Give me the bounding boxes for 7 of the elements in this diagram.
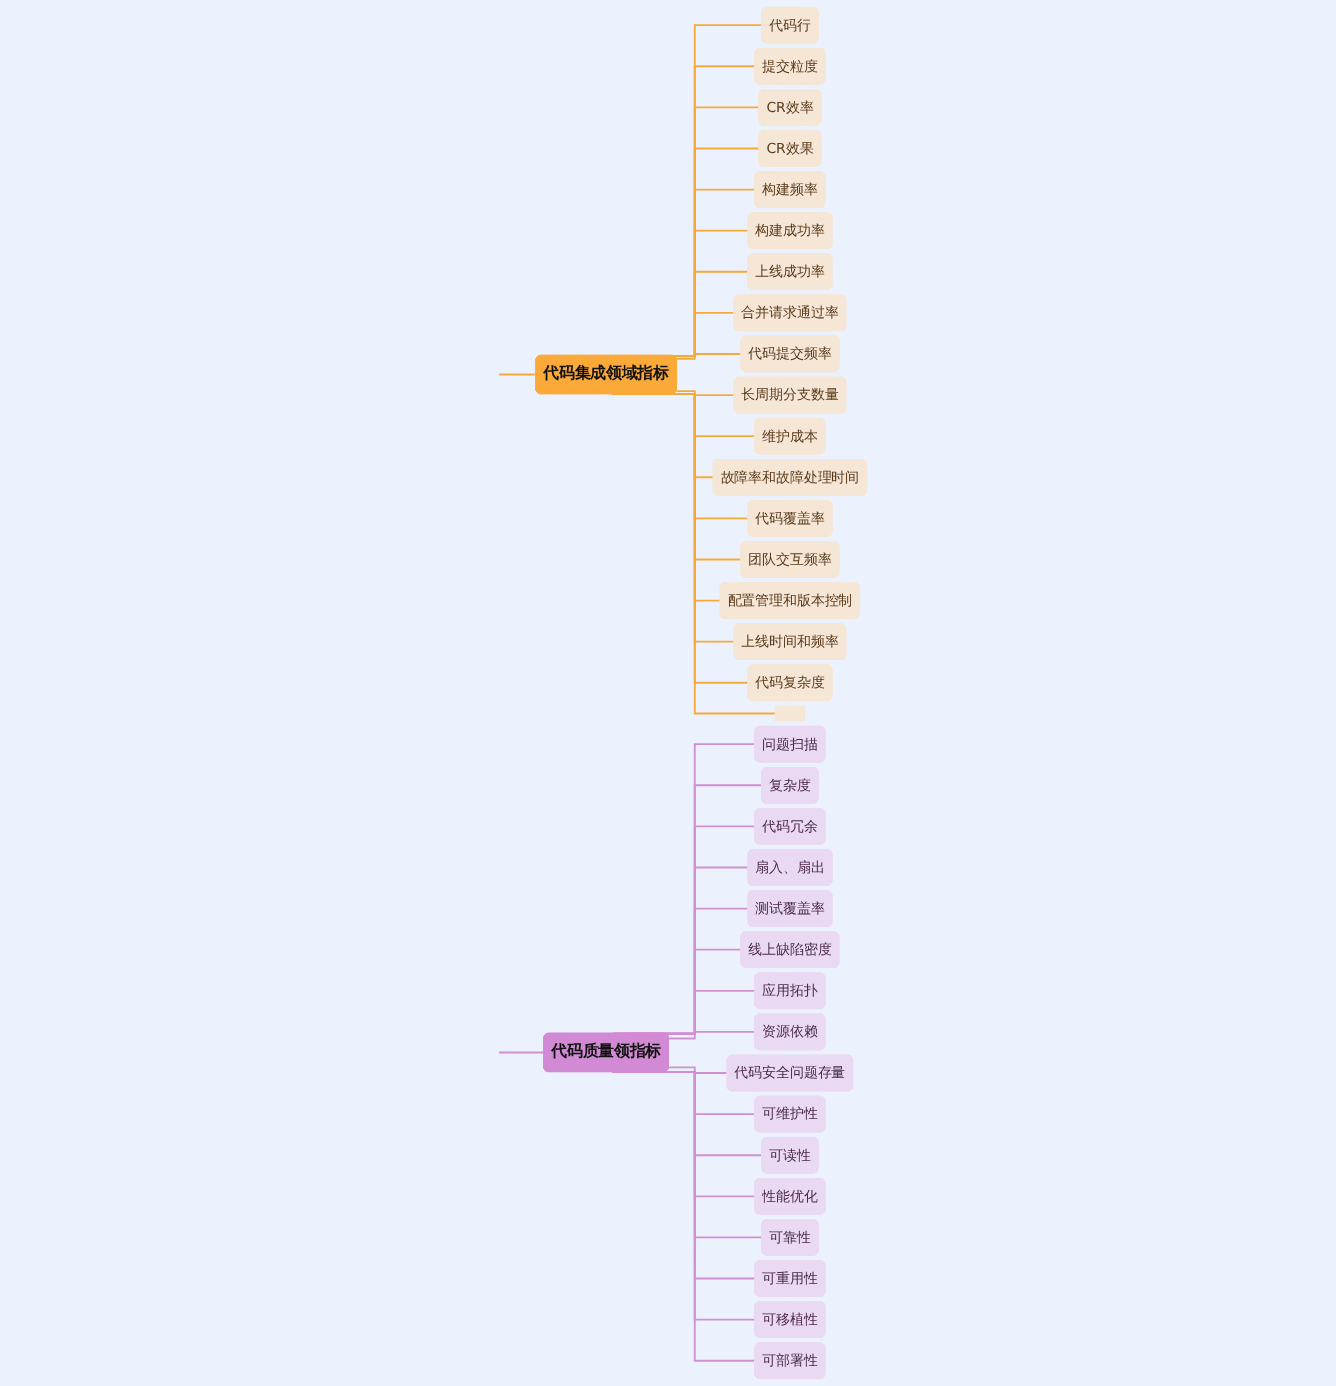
connector bbox=[498, 373, 538, 376]
node-box bbox=[774, 705, 806, 722]
connector bbox=[498, 1051, 546, 1054]
connector bbox=[668, 1031, 757, 1040]
connector bbox=[668, 1066, 729, 1075]
connector bbox=[675, 353, 743, 360]
connector bbox=[675, 390, 736, 397]
